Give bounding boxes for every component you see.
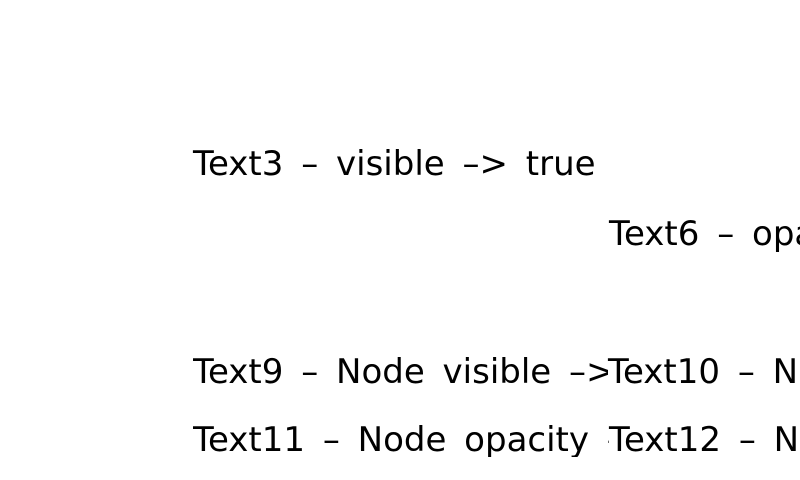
text-label-text10: Text10 – Node opacity — [608, 355, 800, 389]
text-label-text11: Text11 – Node opacity –> 0.5 — [193, 423, 609, 457]
text-label-text12: Text12 – Node visible — [609, 423, 800, 457]
text-label-text3: Text3 – visible –> true — [193, 144, 596, 184]
text-label-text6: Text6 – opacity — [609, 217, 800, 251]
text-label-text9: Text9 – Node visible –> true — [193, 355, 608, 389]
